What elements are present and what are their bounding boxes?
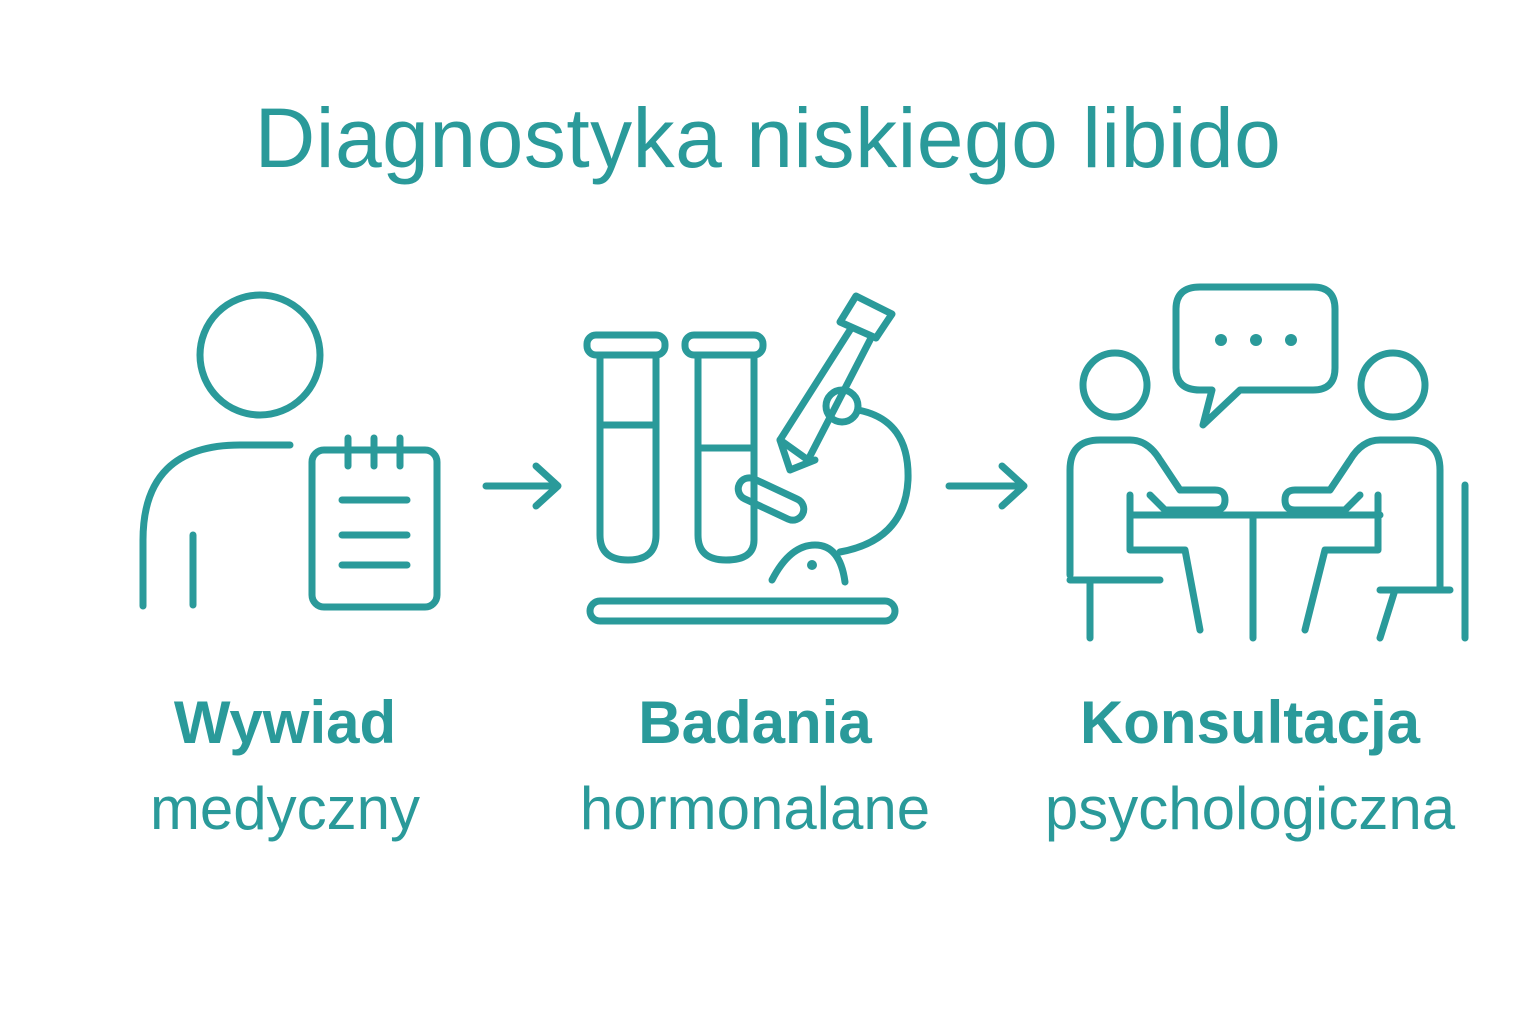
step-label-line2: psychologiczna bbox=[1044, 775, 1456, 842]
step-label-line2: hormonalane bbox=[579, 775, 931, 842]
arrow-right-icon bbox=[482, 462, 562, 510]
step-label-medical-interview: Wywiad medyczny bbox=[90, 680, 480, 852]
test-tubes-microscope-icon bbox=[583, 292, 912, 625]
diagram-title: Diagnostyka niskiego libido bbox=[254, 91, 1282, 185]
step-label-hormone-tests: Badania hormonalane bbox=[540, 680, 970, 852]
step-label-line1: Wywiad bbox=[173, 689, 397, 756]
arrow-right-icon bbox=[945, 462, 1028, 510]
doctor-clipboard-icon bbox=[139, 291, 441, 611]
step-label-line1: Konsultacja bbox=[1079, 689, 1421, 756]
step-label-line1: Badania bbox=[638, 689, 872, 756]
step-label-psych-consultation: Konsultacja psychologiczna bbox=[1000, 680, 1500, 852]
step-label-line2: medyczny bbox=[149, 775, 421, 842]
consultation-icon bbox=[1066, 283, 1469, 642]
